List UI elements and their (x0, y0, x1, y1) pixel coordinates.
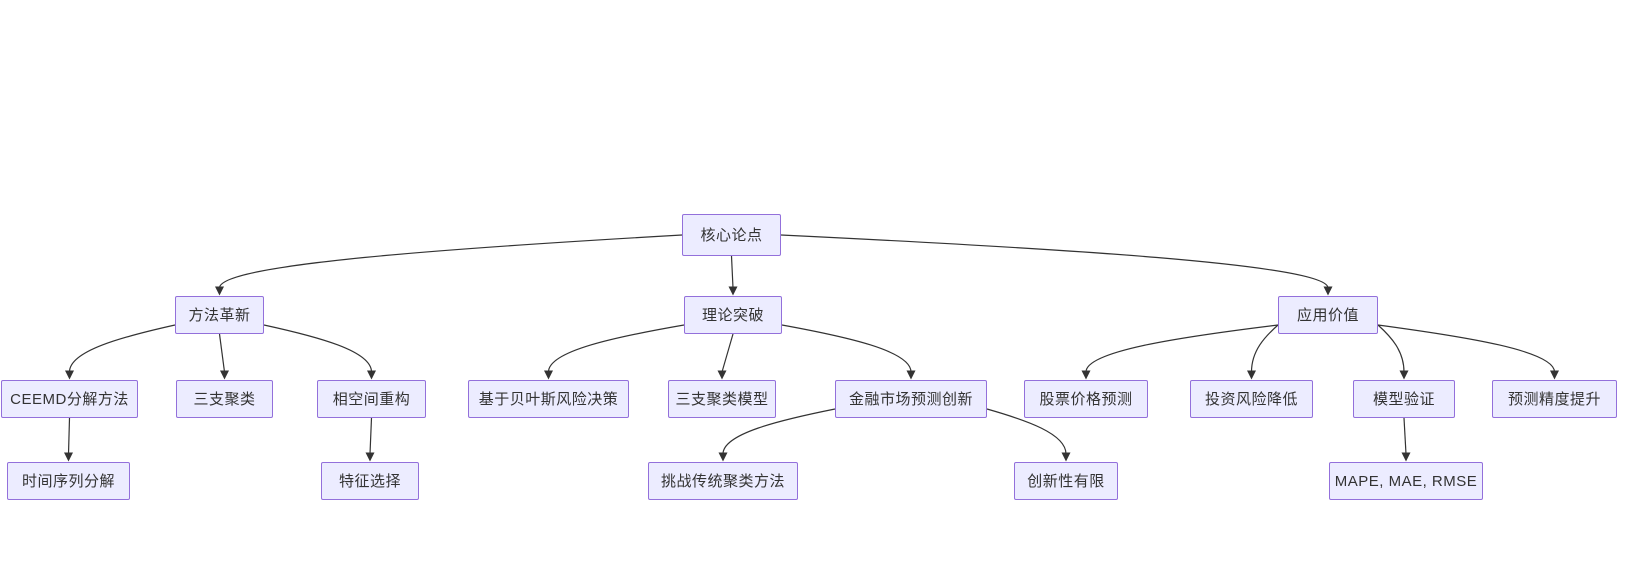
node-precision: 预测精度提升 (1492, 380, 1617, 418)
arrowhead-value-model-val (1399, 370, 1409, 380)
edge-method-ceemd (68, 324, 176, 373)
arrowhead-theory-fin-innov (906, 370, 916, 380)
edge-method-phase (263, 324, 373, 373)
arrowhead-method-phase (367, 370, 376, 380)
arrowhead-value-risk (1247, 370, 1256, 380)
node-phase: 相空间重构 (317, 380, 426, 418)
edge-method-three-clust (218, 333, 226, 373)
node-ceemd: CEEMD分解方法 (1, 380, 138, 418)
node-limited: 创新性有限 (1014, 462, 1118, 500)
edge-fin-innov-limited (986, 408, 1067, 455)
arrowhead-fin-innov-challenge (718, 452, 728, 462)
arrowhead-core-method (215, 286, 224, 296)
node-theory: 理论突破 (684, 296, 782, 334)
arrowhead-core-theory (728, 286, 738, 296)
node-ts-decomp: 时间序列分解 (7, 462, 130, 500)
node-risk: 投资风险降低 (1190, 380, 1313, 418)
arrowhead-method-three-clust (220, 370, 229, 380)
arrowhead-model-val-mape (1401, 452, 1411, 462)
edge-theory-bayes (547, 324, 685, 373)
edge-value-precision (1377, 324, 1556, 373)
node-stock: 股票价格预测 (1024, 380, 1148, 418)
edge-value-stock (1085, 324, 1279, 373)
node-fin-innov: 金融市场预测创新 (835, 380, 987, 418)
arrowhead-theory-bayes (544, 370, 553, 380)
node-model-val: 模型验证 (1353, 380, 1455, 418)
edge-theory-three-model (721, 333, 734, 373)
node-three-clust: 三支聚类 (176, 380, 273, 418)
arrowhead-value-precision (1550, 370, 1559, 380)
arrowhead-theory-three-model (717, 370, 727, 380)
edge-value-risk (1250, 324, 1279, 373)
arrowhead-fin-innov-limited (1061, 452, 1071, 462)
edge-model-val-mape (1403, 417, 1407, 455)
node-core: 核心论点 (682, 214, 781, 256)
node-challenge: 挑战传统聚类方法 (648, 462, 798, 500)
edge-phase-feat-sel (369, 417, 373, 455)
node-mape: MAPE, MAE, RMSE (1329, 462, 1483, 500)
arrowhead-phase-feat-sel (365, 452, 375, 462)
node-three-model: 三支聚类模型 (668, 380, 776, 418)
arrowhead-core-value (1323, 286, 1333, 296)
arrowhead-ceemd-ts-decomp (64, 452, 73, 462)
edge-fin-innov-challenge (722, 408, 836, 455)
edge-core-value (780, 234, 1329, 289)
arrowhead-method-ceemd (65, 370, 74, 380)
edge-theory-fin-innov (781, 324, 912, 373)
edge-core-method (218, 234, 683, 289)
node-feat-sel: 特征选择 (321, 462, 419, 500)
edge-core-theory (730, 255, 734, 289)
node-value: 应用价值 (1278, 296, 1378, 334)
arrowhead-value-stock (1081, 370, 1091, 380)
edge-ceemd-ts-decomp (67, 417, 71, 455)
node-bayes: 基于贝叶斯风险决策 (468, 380, 629, 418)
node-method: 方法革新 (175, 296, 264, 334)
edge-value-model-val (1377, 324, 1405, 373)
